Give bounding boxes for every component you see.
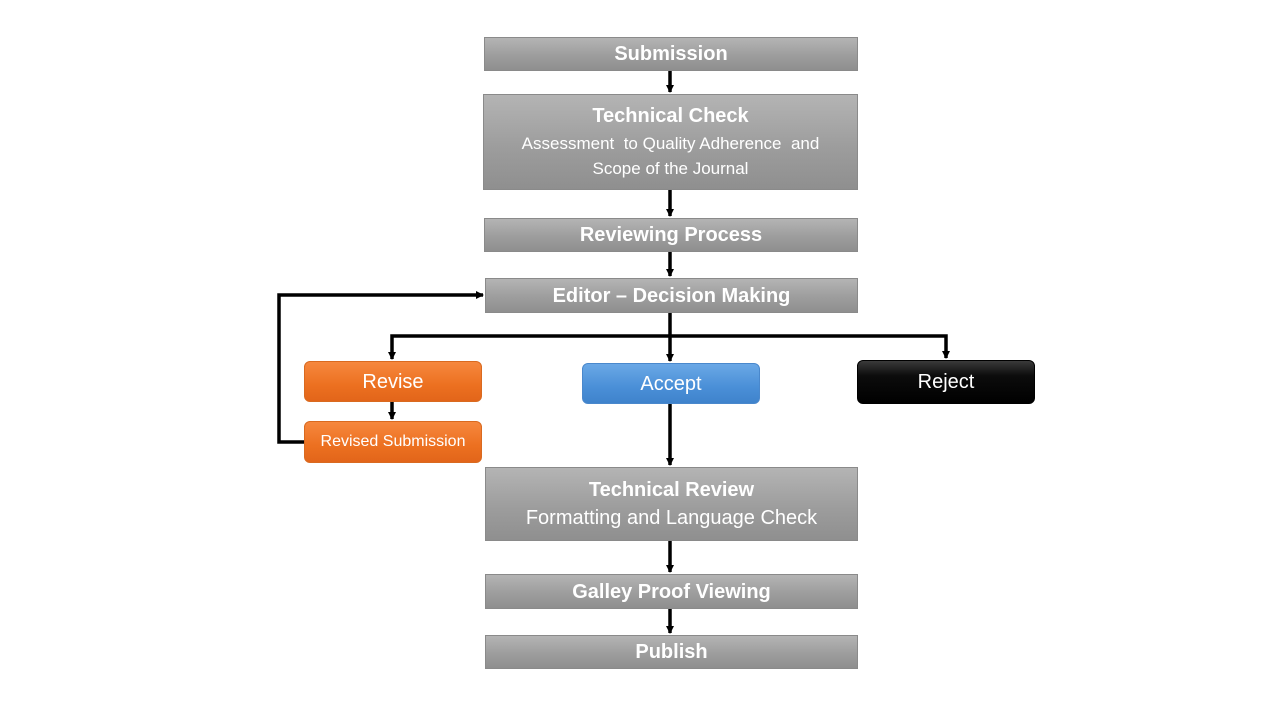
technical-check-box: Technical Check Assessment to Quality Ad… [483,94,858,190]
editor-decision-box: Editor – Decision Making [485,278,858,313]
technical-review-box: Technical Review Formatting and Language… [485,467,858,541]
reviewing-process-label: Reviewing Process [579,224,763,246]
revised-submission-label: Revised Submission [320,433,466,450]
technical-check-title: Technical Check [592,104,749,127]
galley-proof-label: Galley Proof Viewing [572,580,771,603]
publish-label: Publish [635,641,708,663]
accept-label: Accept [640,372,702,395]
technical-check-subtitle-line2: Scope of the Journal [592,158,749,178]
editor-decision-label: Editor – Decision Making [552,284,791,307]
revised-submission-box: Revised Submission [304,421,482,463]
revise-box: Revise [304,361,482,402]
arrow-editor-to-revise [388,334,670,360]
arrow-editor-to-reject [670,334,950,359]
publish-box: Publish [485,635,858,669]
arrow-revised-submission-to-editor [277,291,484,444]
technical-review-title: Technical Review [588,478,755,501]
submission-label: Submission [614,43,728,65]
galley-proof-box: Galley Proof Viewing [485,574,858,609]
revise-label: Revise [362,370,424,393]
submission-box: Submission [484,37,858,71]
technical-review-subtitle: Formatting and Language Check [525,506,818,529]
reject-box: Reject [857,360,1035,404]
reject-label: Reject [917,371,975,393]
technical-check-subtitle-line1: Assessment to Quality Adherence and [521,133,820,153]
reviewing-process-box: Reviewing Process [484,218,858,252]
accept-box: Accept [582,363,760,404]
